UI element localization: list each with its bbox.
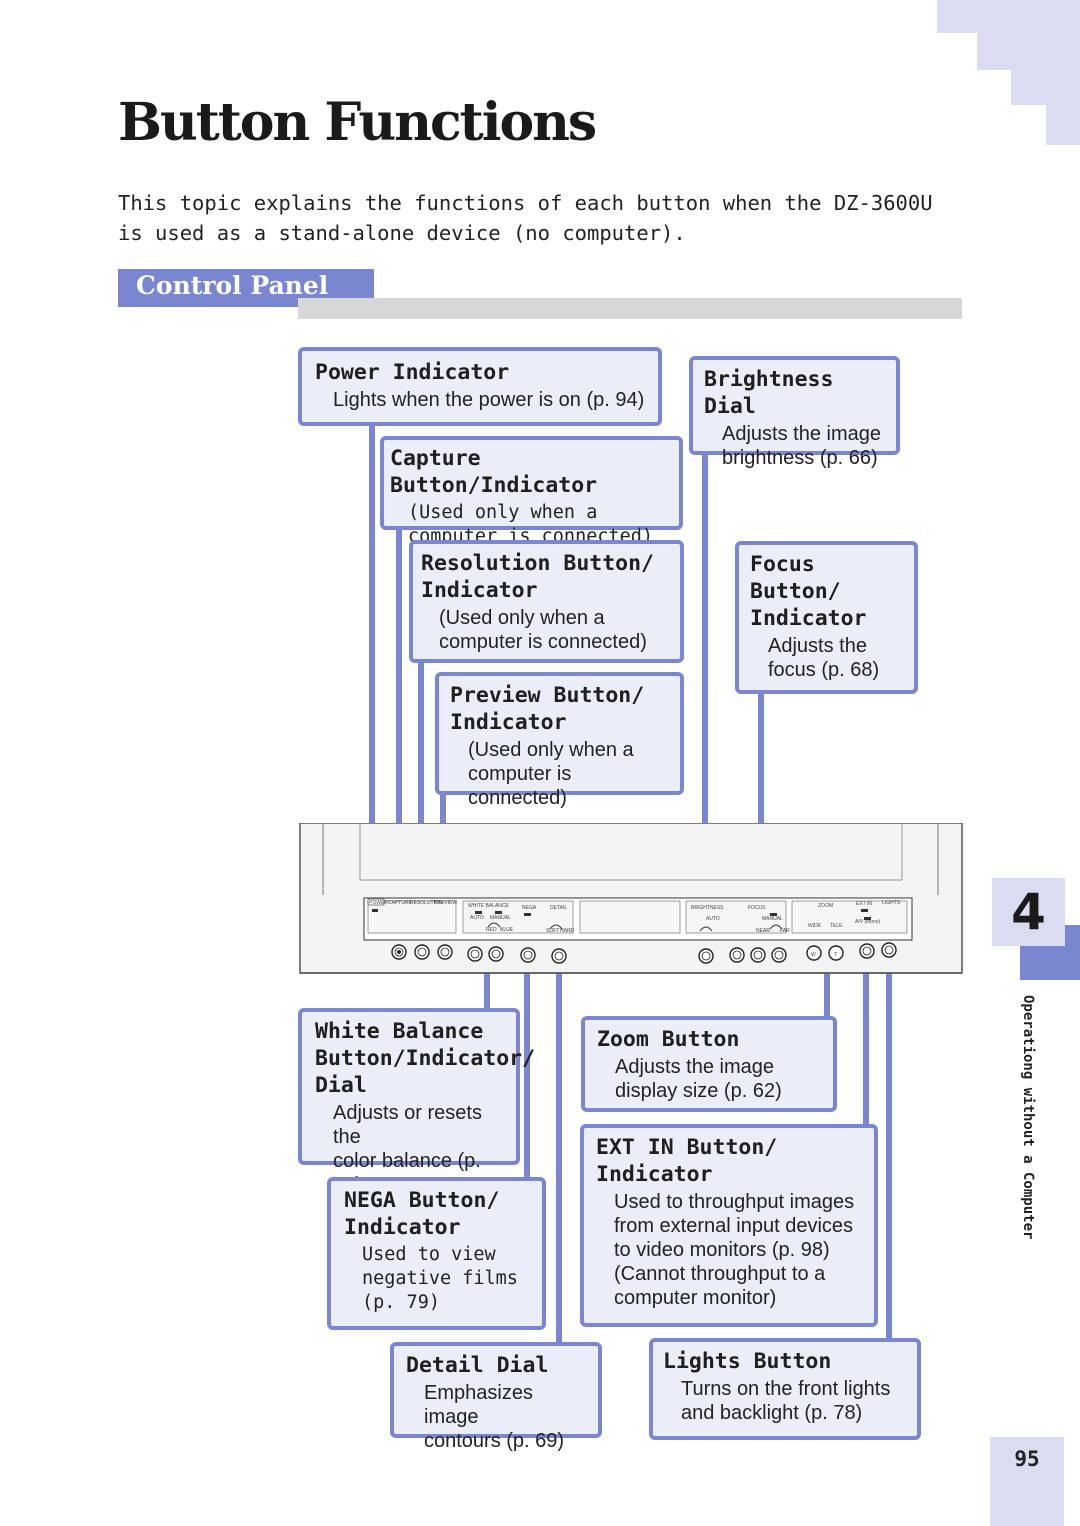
corner-decoration-top [937, 0, 1080, 33]
panel-label-focus-auto: AUTO [706, 916, 720, 922]
callout-title: Resolution Button/ Indicator [421, 551, 654, 603]
callout-title: Focus Button/ Indicator [750, 552, 867, 631]
page-title: Button Functions [118, 92, 597, 153]
connector-resolution [418, 662, 424, 948]
connector-focus [758, 692, 764, 948]
callout-title: NEGA Button/ Indicator [344, 1188, 500, 1240]
callout-lights-button: Lights Button Turns on the front lights … [649, 1338, 921, 1440]
callout-brightness-dial: Brightness Dial Adjusts the image bright… [689, 356, 900, 469]
corner-decoration-low [1011, 70, 1080, 105]
panel-label-zoom-w: W [811, 952, 816, 958]
panel-label-white-balance: WHITE BALANCE [468, 903, 510, 909]
control-panel-illustration: POWER CAPTURE RESOLUTION PREVIEW WHITE B… [299, 823, 963, 974]
panel-label-focus-near: NEAR [756, 928, 770, 934]
callout-description: Adjusts the image brightness (p. 66) [722, 423, 881, 469]
panel-label-zoom-tele: TELE [830, 923, 843, 929]
callout-title: Detail Dial [406, 1353, 549, 1378]
callout-title: Power Indicator [315, 360, 510, 385]
intro-paragraph: This topic explains the functions of eac… [118, 191, 933, 245]
callout-capture-button: Capture Button/Indicator (Used only when… [380, 436, 683, 547]
chapter-number: 4 [992, 878, 1065, 946]
connector-white-balance [484, 962, 490, 1010]
callout-description: Adjusts the image display size (p. 62) [615, 1056, 782, 1102]
panel-label-zoom-wide: WIDE [808, 923, 822, 929]
panel-label-brightness: BRIGHTNESS [691, 905, 724, 911]
callout-title: EXT IN Button/ Indicator [596, 1135, 778, 1187]
panel-label-preview: PREVIEW [434, 900, 457, 906]
callout-title: Capture Button/Indicator [390, 446, 598, 498]
panel-label-wb-auto: AUTO [470, 915, 484, 921]
corner-decoration-bottom [1046, 105, 1080, 145]
corner-decoration-mid [977, 33, 1080, 70]
panel-label-lights: LIGHTS [882, 900, 901, 906]
side-label-text: Operationg without a Computer [1020, 995, 1036, 1240]
callout-ext-in-button: EXT IN Button/ Indicator Used to through… [580, 1124, 878, 1327]
connector-zoom [824, 962, 830, 1020]
section-rule [298, 298, 962, 319]
callout-description: Adjusts the focus (p. 68) [768, 635, 880, 681]
callout-description: Turns on the front lights and backlight … [681, 1378, 891, 1424]
callout-power-indicator: Power Indicator Lights when the power is… [298, 347, 662, 426]
connector-brightness [702, 453, 708, 948]
callout-description: Lights when the power is on (p. 94) [333, 389, 645, 411]
callout-zoom-button: Zoom Button Adjusts the image display si… [581, 1016, 837, 1112]
callout-resolution-button: Resolution Button/ Indicator (Used only … [409, 540, 684, 663]
panel-label-power: POWER [369, 900, 388, 906]
panel-label-zoom-t: T [834, 952, 837, 958]
section-heading: Control Panel [118, 269, 374, 307]
callout-description: Used to throughput images from external … [614, 1191, 855, 1309]
callout-preview-button: Preview Button/ Indicator (Used only whe… [435, 672, 684, 809]
connector-nega [524, 962, 530, 1180]
panel-label-ext-in: EXT IN [856, 901, 872, 907]
connector-ext-in [863, 960, 869, 1128]
panel-label-nega: NEGA [522, 905, 537, 911]
panel-label-focus-manual: MANUAL [762, 916, 783, 922]
callout-white-balance: White Balance Button/Indicator/ Dial Adj… [298, 1008, 536, 1196]
panel-label-ext-sub: A/V (Mono) [855, 919, 881, 925]
callout-title: White Balance Button/Indicator/ Dial [315, 1019, 536, 1098]
panel-label-detail-soft: SOFT [546, 928, 559, 934]
panel-label-wb-blue: BLUE [500, 927, 514, 933]
callout-nega-button: NEGA Button/ Indicator Used to view nega… [327, 1177, 546, 1330]
callout-description: (Used only when a computer is connected) [439, 607, 647, 653]
panel-label-wb-red: RED [486, 927, 497, 933]
panel-label-focus: FOCUS [748, 905, 766, 911]
callout-detail-dial: Detail Dial Emphasizes image contours (p… [390, 1342, 602, 1452]
callout-description: (Used only when a computer is connected) [468, 739, 634, 809]
callout-title: Brightness Dial [704, 367, 834, 419]
panel-label-focus-far: FAR [780, 928, 790, 934]
side-label: Operationg without a Computer [1000, 995, 1048, 1275]
panel-label-detail-hard: HARD [560, 928, 575, 934]
connector-lights [886, 958, 892, 1341]
callout-title: Zoom Button [597, 1027, 740, 1052]
panel-label-resolution: RESOLUTION [410, 900, 443, 906]
callout-description: Used to view negative films (p. 79) [362, 1244, 518, 1313]
callout-focus-button: Focus Button/ Indicator Adjusts the focu… [735, 541, 918, 694]
panel-label-zoom: ZOOM [818, 903, 833, 909]
panel-label-wb-manual: MANUAL [490, 915, 511, 921]
connector-capture [396, 528, 402, 948]
page-number: 95 [990, 1437, 1064, 1526]
callout-title: Lights Button [663, 1349, 832, 1374]
callout-title: Preview Button/ Indicator [450, 683, 645, 735]
panel-label-capture: CAPTURE [388, 900, 413, 906]
callout-description: Emphasizes image contours (p. 69) [424, 1382, 565, 1452]
panel-label-detail: DETAIL [550, 905, 567, 911]
connector-power [369, 424, 375, 902]
connector-detail [556, 962, 562, 1345]
